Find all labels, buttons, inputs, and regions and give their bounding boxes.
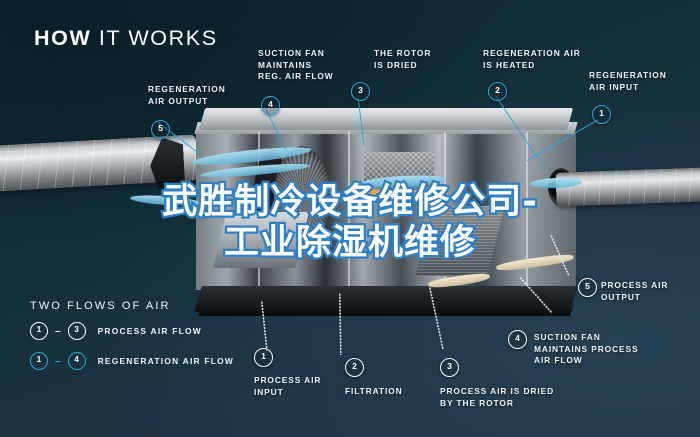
- callout-number-1-process[interactable]: 1: [254, 348, 273, 367]
- cabinet-panel-divider: [526, 132, 528, 290]
- callout-label-process-air-dried-by-rotor: PROCESS AIR IS DRIED BY THE ROTOR: [440, 386, 555, 408]
- cabinet-panel-divider: [348, 132, 350, 290]
- legend-row-process-air-flow[interactable]: 1 – 3 PROCESS AIR FLOW: [30, 322, 202, 340]
- legend-row-regeneration-air-flow[interactable]: 1 – 4 REGENERATION AIR FLOW: [30, 352, 234, 370]
- page-title-light: IT WORKS: [91, 26, 218, 50]
- cabinet-plinth: [198, 304, 574, 316]
- heater-element: [366, 190, 442, 199]
- callout-number-2-regeneration[interactable]: 2: [488, 82, 507, 101]
- callout-label-regeneration-air-heated: REGENERATION AIR IS HEATED: [483, 48, 581, 70]
- legend-dash: –: [55, 325, 61, 337]
- callout-label-filtration: FILTRATION: [345, 386, 403, 396]
- chinese-text-overlay: 武胜制冷设备维修公司- 工业除湿机维修: [0, 180, 700, 266]
- callout-label-regeneration-air-input: REGENERATION AIR INPUT: [589, 70, 667, 92]
- callout-number-5-process[interactable]: 5: [578, 278, 597, 297]
- legend-label: PROCESS AIR FLOW: [97, 326, 202, 336]
- legend-title: TWO FLOWS OF AIR: [30, 300, 171, 312]
- callout-label-process-air-input: PROCESS AIR INPUT: [254, 375, 322, 397]
- legend-dash: –: [55, 355, 61, 367]
- callout-number-4-process[interactable]: 4: [508, 330, 527, 349]
- page-title: HOW IT WORKS: [34, 26, 218, 51]
- legend-label: REGENERATION AIR FLOW: [97, 356, 235, 366]
- overlay-line-1: 武胜制冷设备维修公司-: [160, 180, 539, 225]
- callout-number-1-regeneration[interactable]: 1: [592, 105, 611, 124]
- legend-number-from: 1: [30, 352, 48, 370]
- legend-number-to: 3: [67, 322, 86, 340]
- callout-label-process-air-output: PROCESS AIR OUTPUT: [601, 280, 669, 302]
- page-title-bold: HOW: [34, 26, 92, 50]
- overlay-line-2: 工业除湿机维修: [222, 221, 478, 266]
- callout-number-5-regeneration[interactable]: 5: [151, 120, 170, 139]
- callout-label-regeneration-air-output: REGENERATION AIR OUTPUT: [148, 84, 226, 106]
- callout-label-rotor-is-dried: THE ROTOR IS DRIED: [374, 48, 432, 70]
- callout-number-3-regeneration[interactable]: 3: [351, 82, 370, 101]
- legend-number-to: 4: [67, 352, 86, 370]
- callout-label-suction-fan-reg: SUCTION FAN MAINTAINS REG. AIR FLOW: [258, 48, 334, 81]
- callout-number-4-regeneration[interactable]: 4: [261, 96, 280, 115]
- legend-number-from: 1: [30, 322, 48, 340]
- callout-number-2-process[interactable]: 2: [345, 358, 364, 377]
- callout-number-3-process[interactable]: 3: [440, 358, 459, 377]
- callout-label-suction-fan-process: SUCTION FAN MAINTAINS PROCESS AIR FLOW: [534, 332, 639, 365]
